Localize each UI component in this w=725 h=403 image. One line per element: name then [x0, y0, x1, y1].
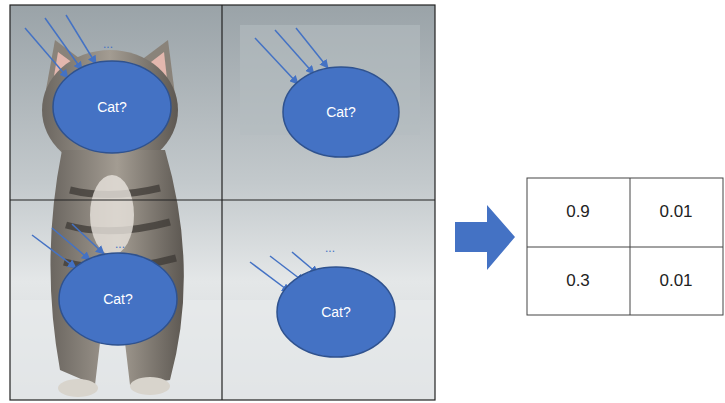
neuron-circle: Cat? — [282, 66, 400, 158]
block-arrow — [455, 205, 515, 270]
neuron-circle: Cat? — [276, 266, 396, 358]
node-label: Cat? — [103, 291, 133, 307]
node-label: Cat? — [97, 99, 127, 115]
grid-lines — [10, 5, 435, 400]
neuron-circle: Cat? — [52, 60, 172, 154]
kitten-photo — [10, 5, 435, 400]
table-cell: 0.9 — [566, 202, 590, 222]
table-cell: 0.3 — [566, 271, 590, 291]
table-cell: 0.01 — [659, 271, 692, 291]
node-label: Cat? — [321, 304, 351, 320]
node-label: Cat? — [326, 104, 356, 120]
input-arrows — [25, 15, 328, 292]
ellipsis: ... — [325, 242, 335, 254]
output-table — [527, 178, 723, 315]
neuron-circle: Cat? — [58, 252, 178, 346]
table-cell: 0.01 — [659, 202, 692, 222]
ellipsis: ... — [103, 38, 113, 50]
ellipsis: ... — [115, 238, 125, 250]
